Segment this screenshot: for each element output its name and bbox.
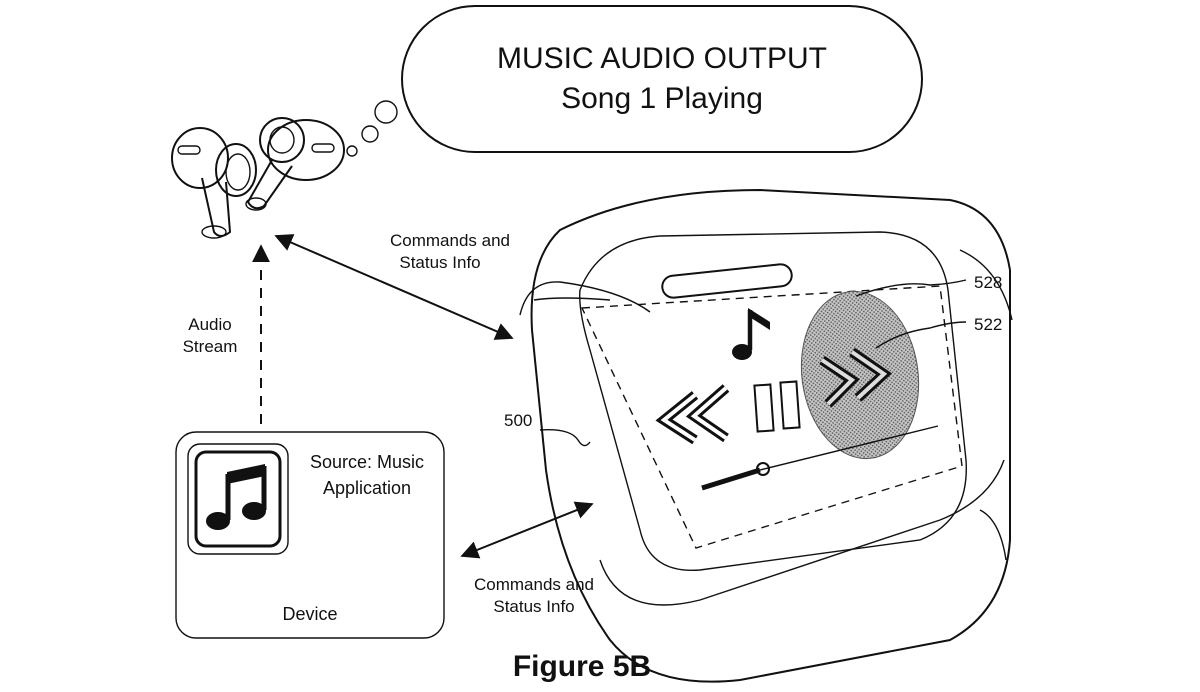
leader-528 [855, 279, 967, 297]
right-earbud [245, 117, 345, 211]
arrow-commands-device [460, 501, 594, 559]
touch-display-area [580, 285, 963, 549]
bottom-arrow-label-2: Status Info [493, 597, 574, 616]
touch-input-region [800, 290, 920, 460]
device-box: Source: Music Application Device [175, 431, 445, 639]
bubble-subtitle: Song 1 Playing [561, 82, 763, 115]
music-app-icon [194, 450, 282, 548]
arrow-commands-earbuds [274, 234, 514, 340]
top-arrow-label-2: Status Info [399, 253, 480, 272]
bubble-dot-large [374, 100, 398, 124]
ref-500: 500 [504, 411, 532, 430]
audio-label-2: Stream [183, 337, 238, 356]
rewind-icon[interactable] [655, 384, 730, 445]
pause-icon[interactable] [753, 380, 801, 433]
music-notes-icon [206, 464, 267, 530]
left-earbud [171, 127, 257, 239]
audio-label-1: Audio [188, 315, 231, 334]
bottom-arrow-label-1: Commands and [474, 575, 594, 594]
leader-500 [539, 429, 591, 447]
ref-528: 528 [974, 273, 1002, 292]
slider-knob[interactable] [756, 462, 770, 476]
device-source-1: Source: Music [310, 452, 424, 472]
device-label: Device [282, 604, 337, 624]
device-source-2: Application [323, 478, 411, 498]
thought-bubble: MUSIC AUDIO OUTPUT Song 1 Playing [346, 5, 923, 157]
music-note-icon [732, 308, 770, 360]
leader-522 [875, 321, 967, 349]
fast-forward-icon[interactable] [819, 347, 892, 408]
figure-caption: Figure 5B [513, 650, 651, 683]
top-arrow-label-1: Commands and [390, 231, 510, 250]
bubble-dot-medium [361, 125, 379, 143]
bubble-dot-small [346, 145, 358, 157]
earbuds-icon [171, 117, 345, 239]
speaker-grille [661, 263, 793, 299]
progress-slider[interactable] [701, 425, 939, 491]
bubble-title: MUSIC AUDIO OUTPUT [497, 42, 827, 75]
charging-case [519, 188, 1013, 683]
ref-522: 522 [974, 315, 1002, 334]
